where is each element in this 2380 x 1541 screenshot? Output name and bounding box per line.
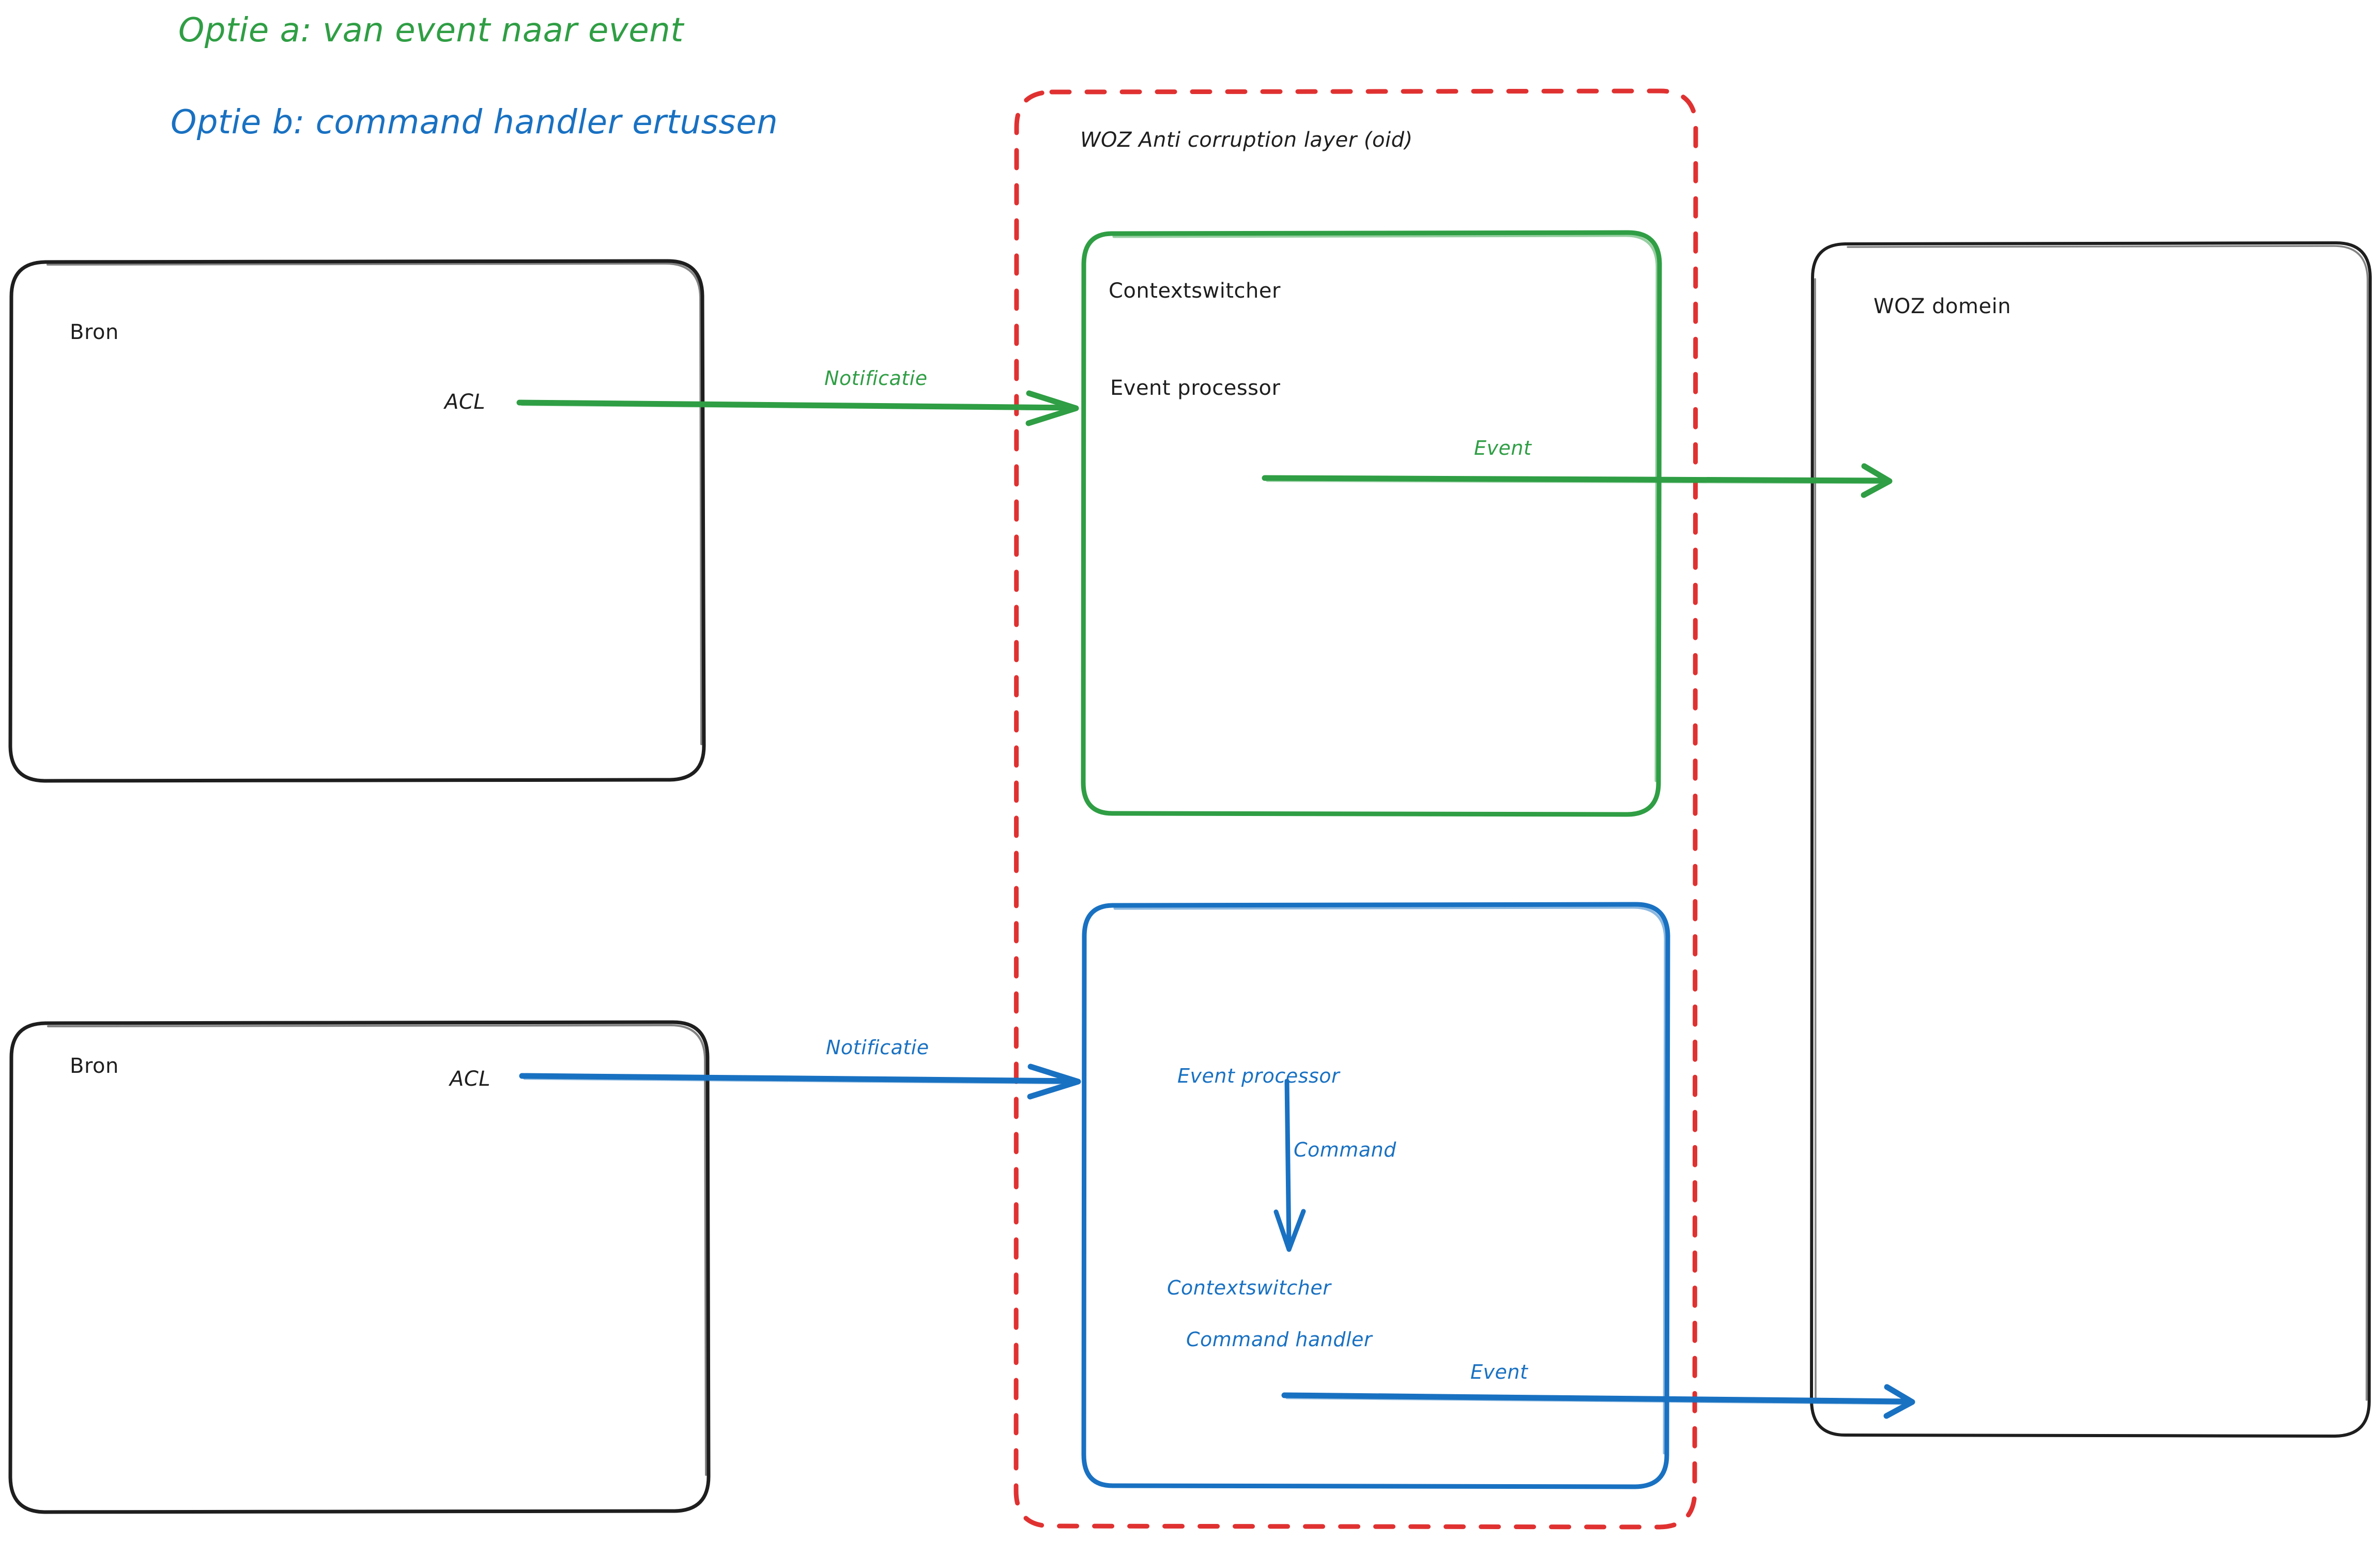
option-a-container[interactable] [1081, 230, 1662, 817]
source-box-top[interactable] [8, 259, 706, 783]
acl-boundary-label: WOZ Anti corruption layer (oid) [1080, 128, 1413, 152]
arrow-label-command-b: Command [1294, 1138, 1396, 1161]
source-top-title: Bron [70, 320, 119, 344]
woz-domein-box[interactable] [1810, 241, 2372, 1438]
source-bottom-title: Bron [70, 1054, 119, 1078]
title-option-b: Optie b: command handler ertussen [171, 103, 778, 142]
arrow-command-blue [1273, 1078, 1306, 1252]
acl-boundary-dashed [1014, 88, 1698, 1530]
title-option-a: Optie a: van event naar event [178, 11, 684, 50]
arrow-label-notificatie-a: Notificatie [824, 367, 928, 390]
arrow-notificatie-blue [519, 1064, 1081, 1100]
arrow-label-event-b: Event [1470, 1361, 1528, 1383]
option-b-command-handler-label: Command handler [1186, 1328, 1373, 1351]
option-a-contextswitcher-label: Contextswitcher [1109, 279, 1281, 303]
option-b-container[interactable] [1081, 902, 1670, 1489]
option-b-event-processor-label: Event processor [1177, 1065, 1340, 1087]
arrow-event-blue [1281, 1384, 1915, 1419]
arrow-label-event-a: Event [1474, 437, 1532, 459]
source-box-bottom[interactable] [8, 1020, 711, 1514]
source-bottom-acl-port: ACL [450, 1067, 491, 1091]
source-top-acl-port: ACL [444, 390, 486, 414]
option-a-event-processor-label: Event processor [1110, 376, 1281, 400]
arrow-event-green [1262, 463, 1893, 498]
woz-domein-title: WOZ domein [1874, 295, 2012, 318]
option-b-contextswitcher-label: Contextswitcher [1167, 1276, 1331, 1299]
arrow-notificatie-green [516, 390, 1079, 426]
arrow-label-notificatie-b: Notificatie [826, 1036, 929, 1059]
